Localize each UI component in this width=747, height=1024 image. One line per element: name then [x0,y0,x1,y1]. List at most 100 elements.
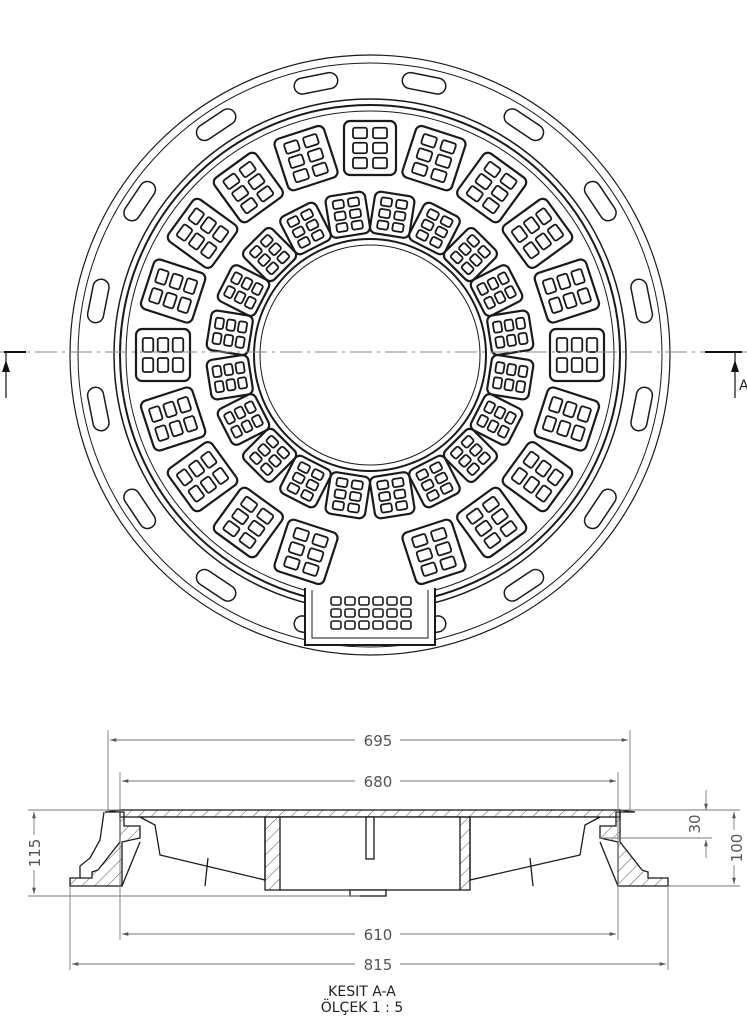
grate-cell [482,495,500,513]
grate-pad [324,471,372,520]
grate-cell [483,161,502,178]
frame-slot [630,386,654,432]
grate-cell [247,173,266,191]
grate-cell [497,271,510,286]
grate-cell [535,484,553,503]
grate-pad-outline [548,327,606,383]
grate-cell [236,320,248,334]
grate-cell [466,462,480,476]
grate-cell [306,147,325,163]
grate-cell [268,242,282,256]
grate-pad [442,427,499,484]
grate-cell [548,296,564,314]
grate-cell [469,443,483,457]
grate-cell [306,547,325,563]
caption-scale: ÖLÇEK 1 : 5 [321,998,404,1016]
grate-cell [476,282,489,296]
grate-pad-outline [324,471,372,520]
grate-cell [499,172,518,190]
grate-cell [505,333,517,347]
frame-slot-outline [630,278,654,324]
grate-cell [236,376,248,390]
grate-pad-outline [342,119,398,177]
grate-cell [156,337,170,353]
grate-cell [287,541,306,557]
grate-cell [415,229,430,242]
grate-cell [503,318,515,332]
tab-cell [344,608,356,618]
grate-cell [460,261,475,276]
grate-cell [223,411,236,425]
grate-pad [501,441,574,513]
grate-pad-outline [139,258,207,324]
grate-cell [379,196,394,208]
grate-cell [256,185,275,203]
grate-pad-outline [456,151,528,224]
grate-cell [257,443,271,457]
grate-cell [555,357,569,373]
grate-cell [430,526,448,543]
grate-cell [168,272,184,291]
grate-cell [348,490,362,502]
grate-cell [333,488,347,500]
grate-cell [494,335,506,349]
grate-cell [305,478,320,492]
tab-cell [400,620,412,630]
grate-cell [393,488,407,500]
grate-cell [350,479,364,491]
grate-cell [148,405,164,423]
grate-cell [434,471,449,485]
grate-cell [176,468,193,487]
grate-cell [411,161,429,177]
tab-cell [400,596,412,606]
grate-cell [541,415,558,433]
grate-cell [420,133,438,149]
frame-outer-ring [69,54,671,656]
grate-cell [300,489,314,502]
grate-cell [420,218,435,232]
grate-cell [350,219,364,231]
grate-cell [576,405,592,423]
center-disc-edge [253,238,487,472]
grate-pad [139,386,207,452]
grate-cell [230,424,243,439]
grate-cell [465,507,484,525]
grate-pad-outline [205,353,254,401]
grate-cell [310,468,325,481]
grate-cell [378,208,392,220]
grate-cell [171,357,185,373]
grate-cell [234,335,246,349]
grate-pad-outline [442,427,499,484]
grate-cell [535,207,553,226]
frame-slot-outline [86,278,110,324]
grate-cell [439,215,454,228]
grate-cell [415,468,430,481]
grate-cell [212,225,230,243]
grate-pad [368,471,416,520]
grate-cell [490,184,509,202]
dim-695: 695 [364,732,393,750]
grate-cell [199,475,217,494]
grate-pad-outline [279,454,332,509]
grate-cell [547,223,564,242]
grate-cell [376,479,390,491]
grate-pad-outline [212,151,284,224]
grate-pad [205,309,254,357]
grate-cell [222,172,241,190]
grate-pad-outline [533,386,601,452]
grate-pad [442,226,499,283]
grate-cell [335,477,349,489]
grate-cell [200,450,218,469]
tab-cell [358,608,370,618]
caption-title: KESIT A-A [328,984,396,1000]
grate-pad-outline [241,226,298,283]
grate-cell [474,173,493,191]
grate-cell [493,290,507,305]
grate-cell [260,462,274,476]
cover-top-section [119,809,621,818]
dim-100: 100 [728,834,746,863]
grate-cell [505,363,517,377]
frame-slot-outline [503,568,545,602]
grate-cell [534,232,552,251]
grate-cell [333,210,347,222]
